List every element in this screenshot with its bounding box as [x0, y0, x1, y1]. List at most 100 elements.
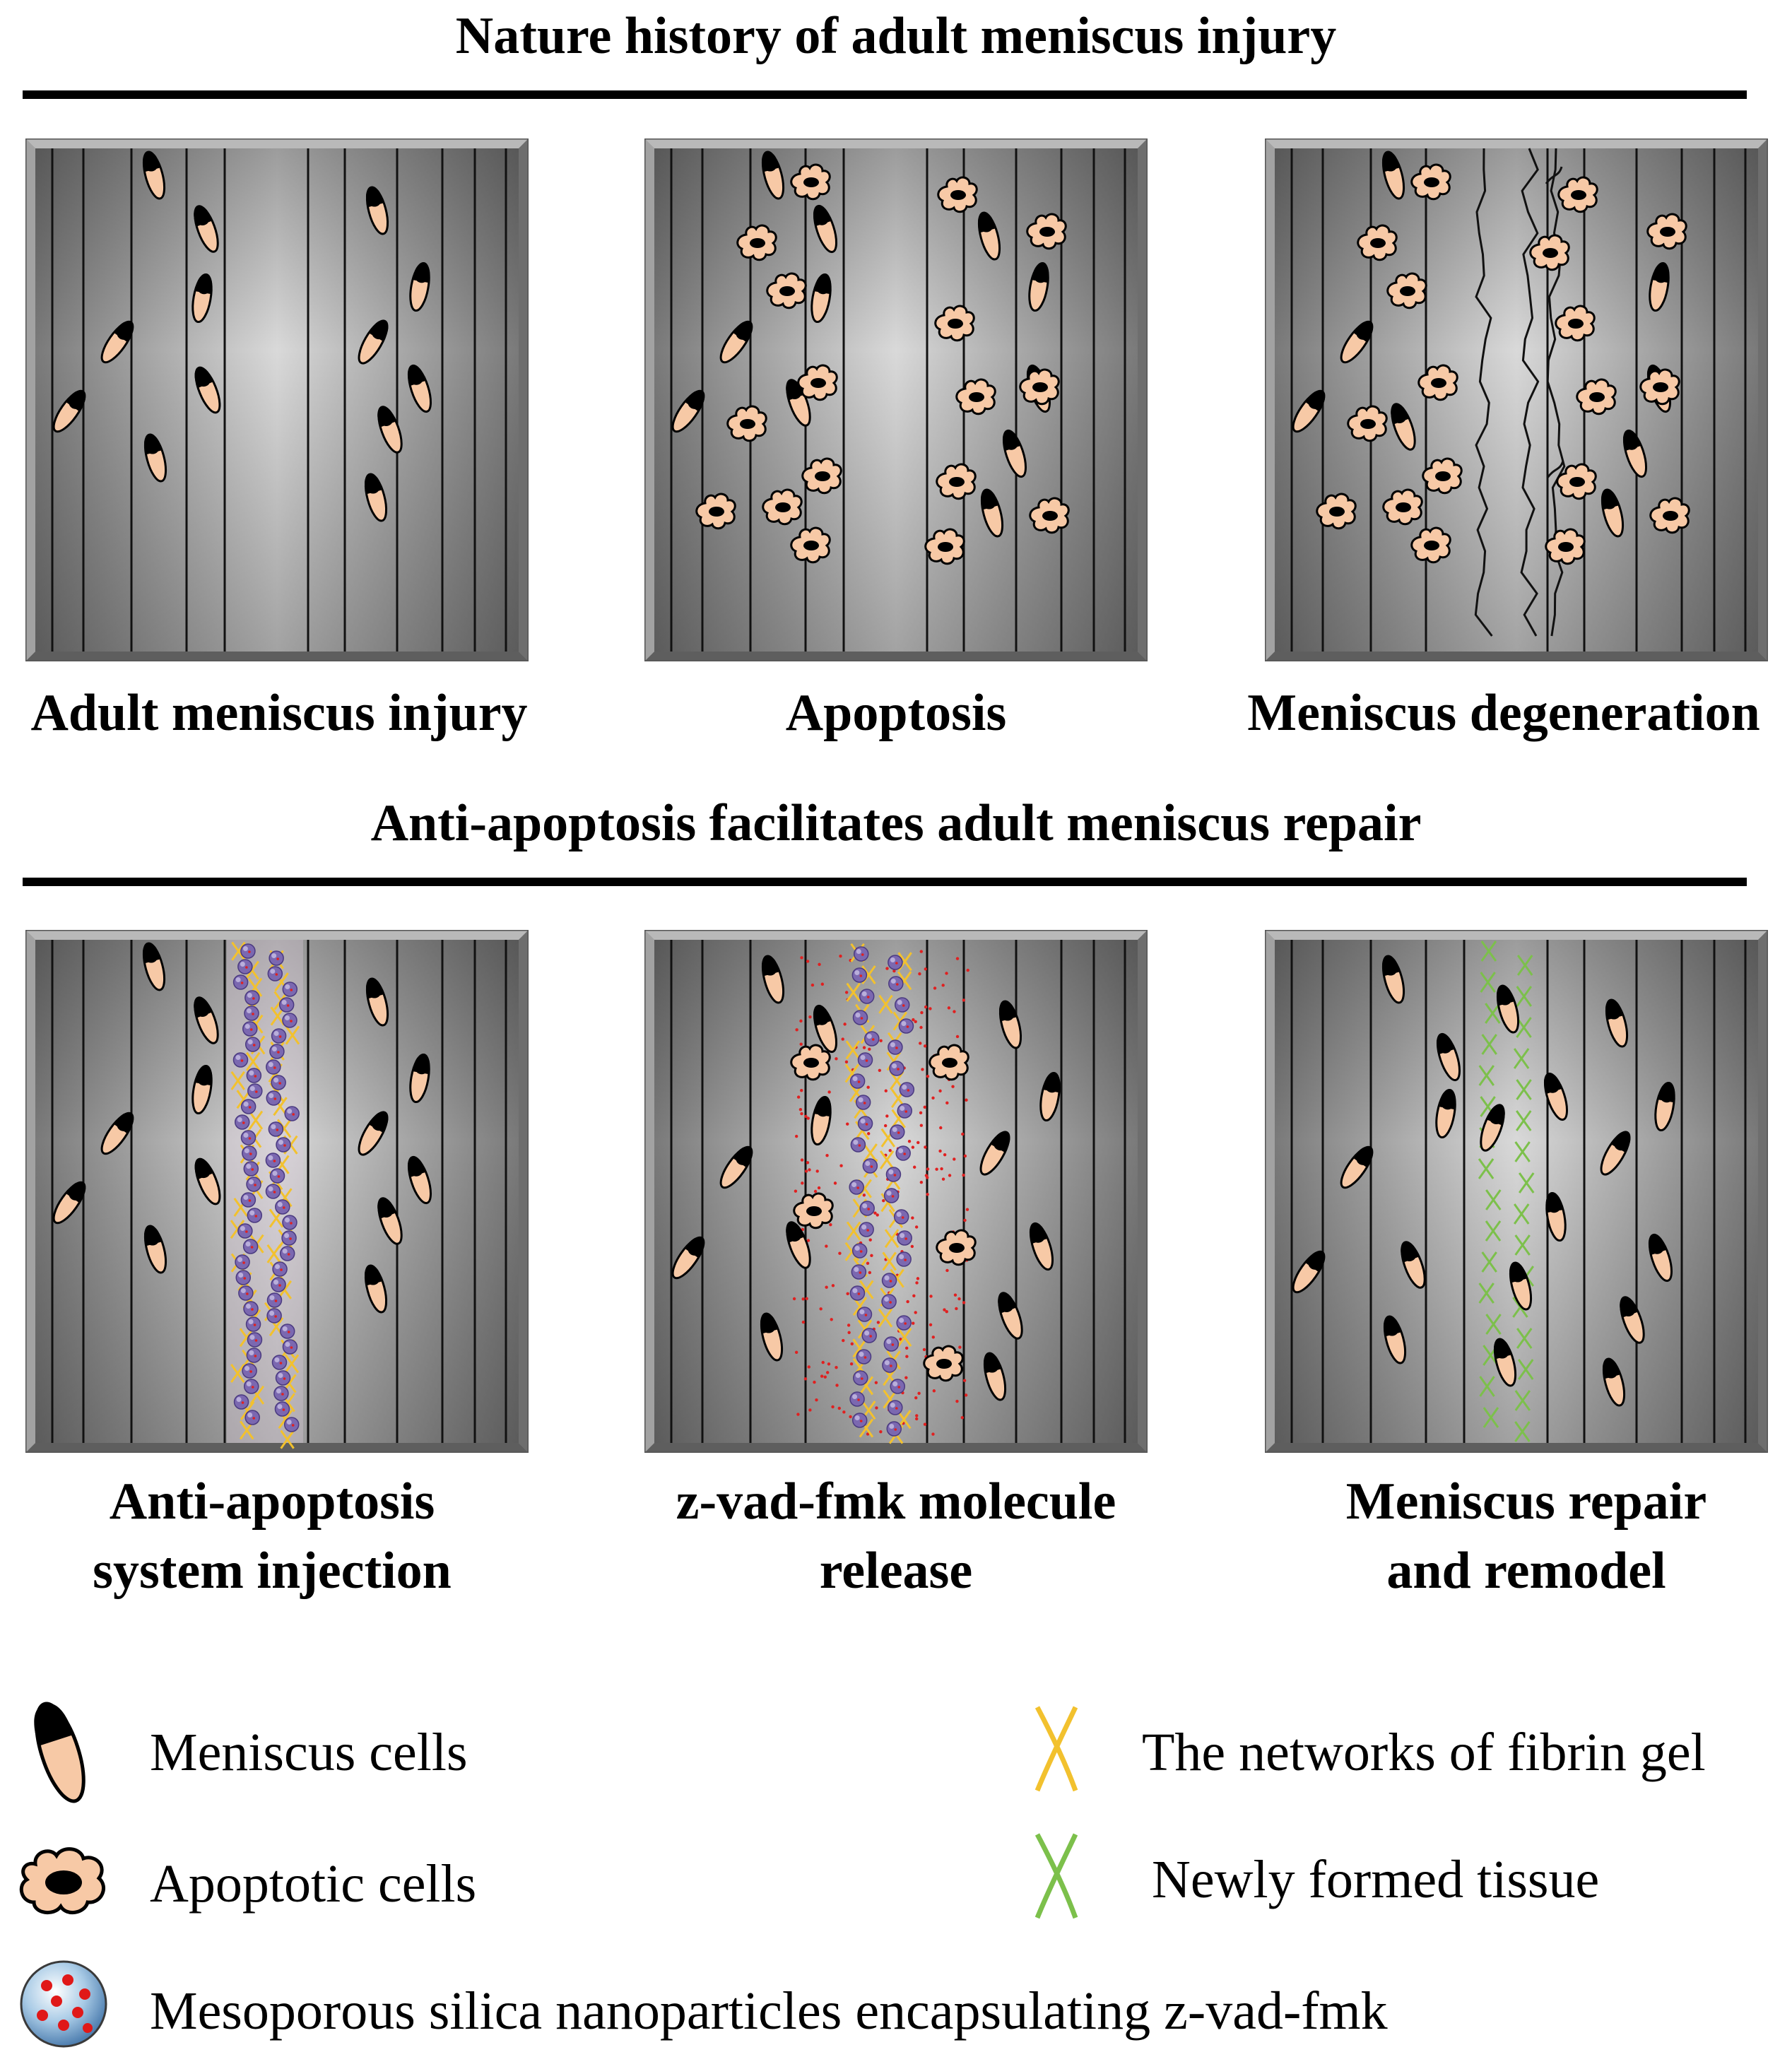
released-drug-dot [846, 1292, 849, 1295]
released-drug-dot [800, 956, 803, 960]
released-drug-dot [796, 1095, 801, 1099]
bevel-top [1265, 138, 1768, 148]
nanoparticle [232, 974, 249, 990]
released-drug-dot [792, 1297, 796, 1301]
new-tissue-strand [1482, 1407, 1499, 1428]
meniscus-cell [1605, 998, 1629, 1048]
nanoparticle [888, 1400, 903, 1415]
released-drug-dot [873, 1211, 877, 1215]
released-drug-dot [808, 1015, 812, 1019]
released-drug-dot [866, 1432, 870, 1436]
released-drug-dot [899, 1338, 902, 1341]
released-drug-dot [953, 1010, 956, 1013]
released-drug-dot [962, 1379, 967, 1382]
apoptotic-cell [934, 305, 975, 342]
nanoparticle [890, 1379, 906, 1394]
released-drug-dot [962, 1301, 966, 1304]
nanoparticle [247, 1332, 263, 1348]
bevel-top [644, 930, 1148, 940]
panel-border [25, 930, 529, 1453]
meniscus-cell [1649, 261, 1670, 312]
nanoparticle [269, 1168, 285, 1184]
released-drug-dot [841, 1037, 844, 1041]
released-drug-dot [912, 1018, 915, 1022]
caption-meniscus-degeneration: Meniscus degeneration [1215, 678, 1792, 748]
nanoparticle [266, 1308, 282, 1324]
released-drug-dot [960, 1416, 965, 1420]
released-drug-dot [947, 1006, 951, 1010]
nanoparticle [864, 1031, 880, 1047]
nanoparticle [857, 1052, 873, 1068]
meniscus-cell [786, 379, 811, 427]
apoptotic-cell [1029, 497, 1070, 534]
released-drug-dot [842, 1338, 845, 1343]
legend-fibrin-gel: The networks of fibrin gel [1142, 1723, 1706, 1782]
released-drug-dot [875, 1406, 878, 1410]
meniscus-cell [194, 1157, 221, 1206]
released-drug-dot [957, 1297, 961, 1301]
released-drug-dot [821, 1360, 825, 1364]
meniscus-cell [409, 1053, 430, 1104]
released-drug-dot [935, 1167, 938, 1171]
apoptotic-cell [736, 224, 777, 261]
caption-anti-apoptosis-injection: Anti-apoptosis system injection [0, 1467, 544, 1605]
released-drug-dot [800, 1158, 804, 1162]
released-drug-dot [799, 1042, 803, 1046]
fibrin-gel-strand [230, 1071, 245, 1090]
released-drug-dot [803, 1377, 808, 1381]
nanoparticle [888, 1039, 903, 1055]
nanoparticle [271, 1028, 287, 1044]
released-drug-dot [953, 1157, 956, 1161]
bevel-right [1758, 138, 1768, 661]
released-drug-dot [924, 967, 927, 971]
panel-border [1265, 138, 1768, 661]
released-drug-dot [966, 968, 969, 972]
new-tissue-strand [1516, 1079, 1532, 1100]
nanoparticle [271, 1355, 288, 1370]
nanoparticle [245, 1316, 261, 1332]
meniscus-cell [364, 1264, 388, 1314]
panel-border [644, 138, 1148, 661]
released-drug-dot [958, 1345, 962, 1349]
released-drug-dot [804, 1114, 808, 1119]
legend-meniscus-cells: Meniscus cells [150, 1723, 468, 1782]
nanoparticle [893, 1209, 909, 1225]
nanoparticle [235, 1114, 250, 1130]
released-drug-dot [794, 1350, 798, 1354]
tissue-crack-line [1546, 460, 1564, 478]
new-tissue-strand [1478, 1158, 1495, 1179]
released-drug-dot [919, 1180, 924, 1184]
nanoparticle [279, 1324, 295, 1339]
released-drug-dot [839, 954, 842, 958]
section-1-title: Nature history of adult meniscus injury [455, 7, 1337, 65]
nanoparticle [266, 1090, 282, 1106]
released-drug-dot [914, 1225, 919, 1229]
apoptotic-cell [762, 488, 803, 526]
fibrin-gel-strand [845, 1040, 861, 1060]
released-drug-dot [943, 1153, 947, 1157]
nanoparticle [855, 1095, 871, 1110]
meniscus-cell [983, 1352, 1007, 1401]
meniscus-cell [998, 1000, 1022, 1049]
released-drug-dot [820, 1374, 824, 1378]
released-drug-dot [945, 1101, 949, 1105]
released-drug-dot [801, 1181, 804, 1185]
released-drug-dot [817, 1186, 821, 1190]
nanoparticle [859, 1222, 874, 1237]
nanoparticle [244, 1410, 260, 1425]
new-tissue-strand [1516, 986, 1533, 1007]
released-drug-dot [955, 957, 960, 960]
released-drug-dot [820, 982, 825, 986]
nanoparticle [857, 1116, 873, 1131]
released-drug-dot [955, 1399, 959, 1403]
meniscus-cell [1028, 261, 1049, 312]
new-tissue-strand [1485, 1189, 1502, 1210]
panel-border [1265, 930, 1768, 1453]
nanoparticle [238, 1285, 254, 1301]
apoptotic-cell [1555, 305, 1596, 342]
new-tissue-strand [1481, 1034, 1497, 1055]
nanoparticle-icon [17, 1957, 116, 2060]
panel-molecule-release [644, 930, 1148, 1453]
apoptotic-cell [1576, 378, 1617, 415]
fibrin-gel-strand [882, 1251, 897, 1271]
